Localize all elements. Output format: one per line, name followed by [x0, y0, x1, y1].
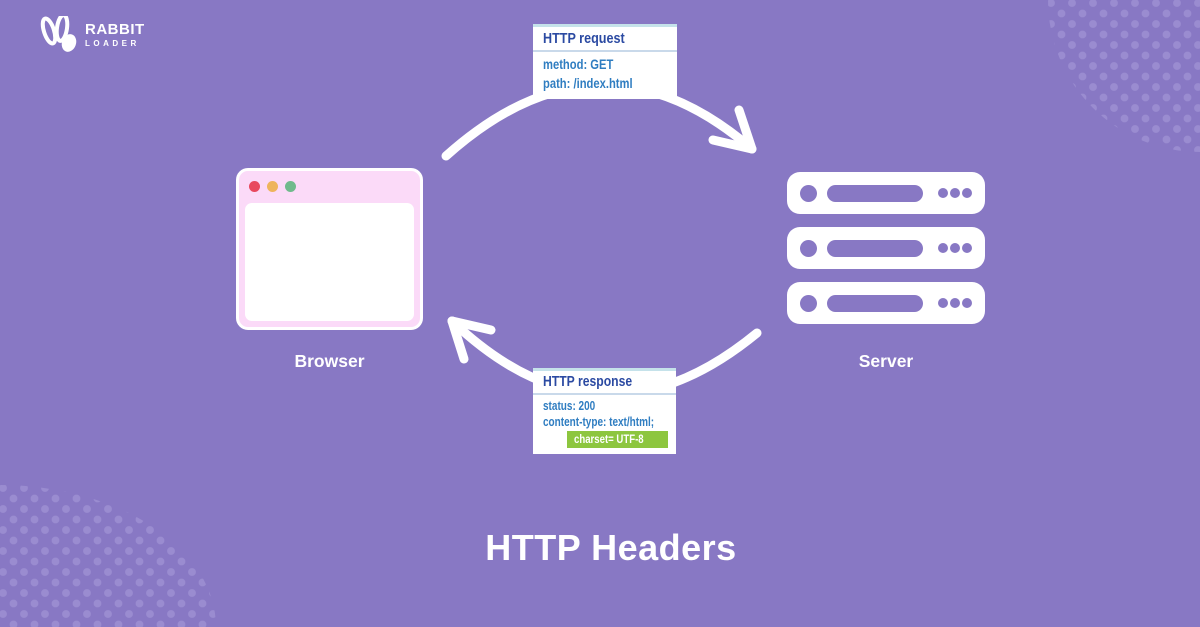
request-path-line: path: /index.html [543, 75, 633, 91]
rabbitloader-logo: RABBIT LOADER [36, 16, 145, 54]
browser-content-area [245, 203, 414, 321]
rabbit-icon [40, 16, 77, 52]
server-led-icon [800, 184, 817, 202]
server-vent-dots [938, 188, 972, 198]
brand-name: RABBIT [85, 21, 145, 38]
page-title: HTTP Headers [485, 527, 737, 569]
server-rack-unit [787, 172, 985, 214]
browser-traffic-lights [249, 181, 296, 192]
request-card-title: HTTP request [543, 30, 625, 47]
server-drive-slot [827, 184, 923, 202]
response-card-divider [533, 393, 676, 395]
request-card-body: method: GET path: /index.html [533, 52, 677, 99]
server-drive-slot [827, 239, 923, 257]
server-rack-unit [787, 227, 985, 269]
request-method-line: method: GET [543, 56, 614, 72]
maximize-dot-icon [285, 181, 296, 192]
logo-text: RABBIT LOADER [85, 22, 145, 48]
server-vent-dots [938, 243, 972, 253]
response-status-line: status: 200 [543, 399, 596, 413]
brand-subname: LOADER [85, 39, 140, 48]
server-rack-unit [787, 282, 985, 324]
http-response-card: HTTP response status: 200 content-type: … [533, 368, 676, 454]
server-vent-dots [938, 298, 972, 308]
server-led-icon [800, 239, 817, 257]
response-arrowhead [447, 316, 496, 364]
http-request-card: HTTP request method: GET path: /index.ht… [533, 24, 677, 99]
server-led-icon [800, 294, 817, 312]
response-card-title: HTTP response [543, 374, 633, 390]
close-dot-icon [249, 181, 260, 192]
server-drive-slot [827, 294, 923, 312]
response-content-type-line: content-type: text/html; [543, 415, 655, 429]
request-arrowhead [708, 105, 757, 154]
request-card-divider [533, 50, 677, 52]
server-icon [787, 172, 985, 337]
server-label: Server [858, 351, 914, 371]
browser-window [236, 168, 423, 330]
minimize-dot-icon [267, 181, 278, 192]
charset-highlight-badge: charset= UTF-8 [566, 431, 668, 448]
browser-label: Browser [294, 351, 365, 371]
response-card-body: status: 200 content-type: text/html; cha… [533, 395, 676, 454]
